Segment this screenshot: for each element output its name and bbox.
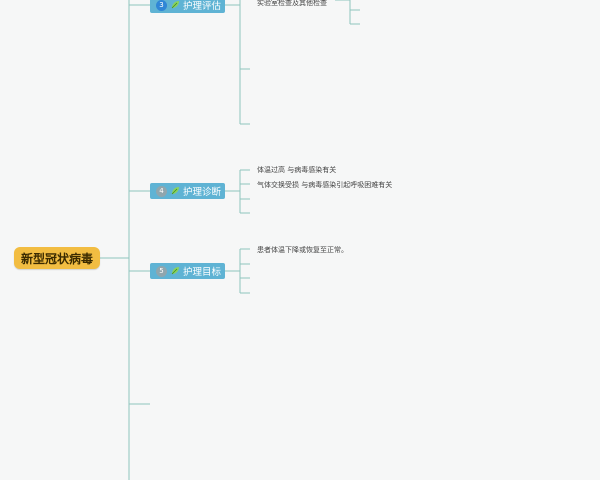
leaf-icon — [171, 187, 179, 195]
number-badge: 5 — [156, 265, 167, 277]
branch-nursing-goals[interactable]: 5 护理目标 — [150, 263, 225, 279]
branch-label: 护理评估 — [183, 1, 222, 12]
root-node[interactable]: 新型冠状病毒 — [14, 247, 100, 269]
goal-item-temperature[interactable]: 患者体温下降或恢复至正常。 — [257, 246, 348, 254]
branch-nursing-assessment[interactable]: 3 护理评估 — [150, 0, 225, 13]
branch-label: 护理目标 — [183, 267, 222, 278]
diagnosis-item-gas-exchange[interactable]: 气体交换受损 与病毒感染引起呼吸困难有关 — [257, 181, 393, 189]
number-badge: 4 — [156, 185, 167, 197]
branch-label: 护理诊断 — [183, 187, 222, 198]
diagnosis-item-fever[interactable]: 体温过高 与病毒感染有关 — [257, 166, 337, 174]
branch-nursing-diagnosis[interactable]: 4 护理诊断 — [150, 183, 225, 199]
assessment-item-lab-tests[interactable]: 实验室检查及其他检查 — [257, 0, 327, 7]
leaf-icon — [171, 267, 179, 275]
number-badge: 3 — [156, 0, 167, 11]
leaf-icon — [171, 1, 179, 9]
root-label: 新型冠状病毒 — [20, 251, 93, 266]
